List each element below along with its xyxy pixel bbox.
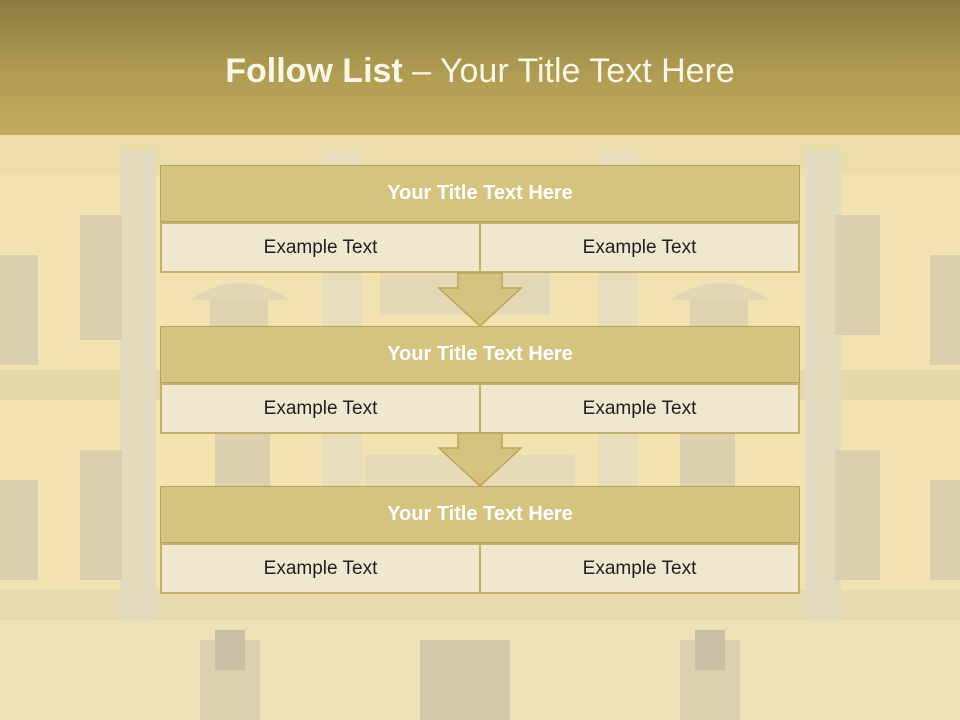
slide-header: Follow List – Your Title Text Here bbox=[0, 0, 960, 135]
step-left-text: Example Text bbox=[160, 383, 481, 434]
step-right-text: Example Text bbox=[479, 222, 800, 273]
step-title: Your Title Text Here bbox=[160, 165, 800, 222]
step-title: Your Title Text Here bbox=[160, 326, 800, 383]
step-right-text: Example Text bbox=[479, 383, 800, 434]
step-title: Your Title Text Here bbox=[160, 486, 800, 543]
down-arrow-icon bbox=[437, 272, 523, 328]
step-block-2: Your Title Text Here Example Text Exampl… bbox=[160, 326, 800, 434]
slide-title: Follow List – Your Title Text Here bbox=[0, 52, 960, 91]
step-block-1: Your Title Text Here Example Text Exampl… bbox=[160, 165, 800, 273]
step-block-3: Your Title Text Here Example Text Exampl… bbox=[160, 486, 800, 594]
step-right-text: Example Text bbox=[479, 543, 800, 594]
down-arrow-icon bbox=[437, 432, 523, 488]
slide-title-separator: – bbox=[402, 52, 440, 90]
step-left-text: Example Text bbox=[160, 543, 481, 594]
slide-title-rest: Your Title Text Here bbox=[439, 52, 735, 90]
step-left-text: Example Text bbox=[160, 222, 481, 273]
slide-title-bold: Follow List bbox=[225, 52, 403, 90]
